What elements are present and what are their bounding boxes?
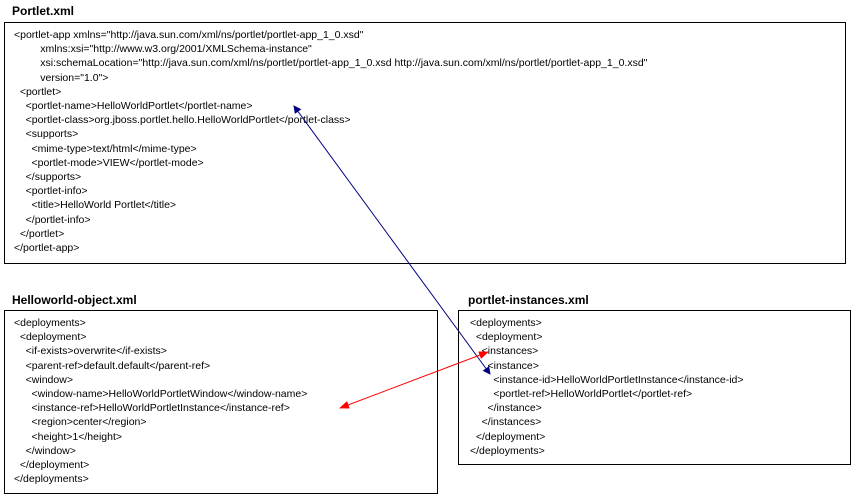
code-line: <title>HelloWorld Portlet</title>: [14, 199, 177, 212]
panel-title-portlet-instances-xml: portlet-instances.xml: [468, 293, 589, 307]
code-portlet-xml: <portlet-app xmlns="http://java.sun.com/…: [14, 28, 647, 255]
code-line: <instance-id>HelloWorldPortletInstance</…: [470, 373, 744, 386]
code-line: </instances>: [470, 416, 542, 429]
code-line: <parent-ref>default.default</parent-ref>: [14, 359, 211, 372]
code-line: <window>: [14, 373, 73, 386]
code-line: </deployment>: [14, 459, 90, 472]
code-line: </deployments>: [14, 473, 89, 486]
code-line: </deployment>: [470, 430, 546, 443]
code-line: <portlet-ref>HelloWorldPortlet</portlet-…: [470, 388, 693, 401]
code-line: </instance>: [470, 402, 542, 415]
code-line: </portlet-info>: [14, 213, 91, 226]
panel-title-portlet-xml: Portlet.xml: [12, 4, 75, 18]
code-line: <if-exists>overwrite</if-exists>: [14, 345, 167, 358]
code-line: <portlet-app xmlns="http://java.sun.com/…: [14, 29, 364, 41]
code-line: <height>1</height>: [14, 430, 123, 443]
code-line: <window-name>HelloWorldPortletWindow</wi…: [14, 388, 308, 401]
code-line: xsi:schemaLocation="http://java.sun.com/…: [14, 57, 648, 70]
code-line: </window>: [14, 444, 76, 457]
code-portlet-instances-xml: <deployments> <deployment> <instances> <…: [470, 316, 744, 458]
code-line: <portlet>: [14, 85, 62, 98]
code-line: </supports>: [14, 171, 82, 184]
code-line: xmlns:xsi="http://www.w3.org/2001/XMLSch…: [14, 43, 312, 56]
code-line: version="1.0">: [14, 71, 109, 84]
code-line: <portlet-class>org.jboss.portlet.hello.H…: [14, 114, 351, 127]
code-helloworld-object-xml: <deployments> <deployment> <if-exists>ov…: [14, 316, 307, 486]
code-line: <portlet-mode>VIEW</portlet-mode>: [14, 156, 204, 169]
code-line: <deployment>: [470, 331, 543, 344]
code-line: <region>center</region>: [14, 416, 147, 429]
code-line: </portlet>: [14, 227, 65, 240]
code-line: <instance-ref>HelloWorldPortletInstance<…: [14, 402, 290, 415]
code-line: <deployments>: [470, 317, 542, 329]
code-line: </deployments>: [470, 444, 545, 457]
code-line: </portlet-app>: [14, 242, 80, 255]
code-line: <supports>: [14, 128, 79, 141]
code-line: <portlet-name>HelloWorldPortlet</portlet…: [14, 100, 253, 113]
code-line: <instance>: [470, 359, 539, 372]
code-line: <deployments>: [14, 317, 86, 329]
panel-portlet-instances-xml: [458, 310, 851, 465]
code-line: <deployment>: [14, 331, 87, 344]
code-line: <portlet-info>: [14, 185, 88, 198]
panel-title-helloworld-object-xml: Helloworld-object.xml: [12, 293, 137, 307]
code-line: <instances>: [470, 345, 539, 358]
code-line: <mime-type>text/html</mime-type>: [14, 142, 197, 155]
